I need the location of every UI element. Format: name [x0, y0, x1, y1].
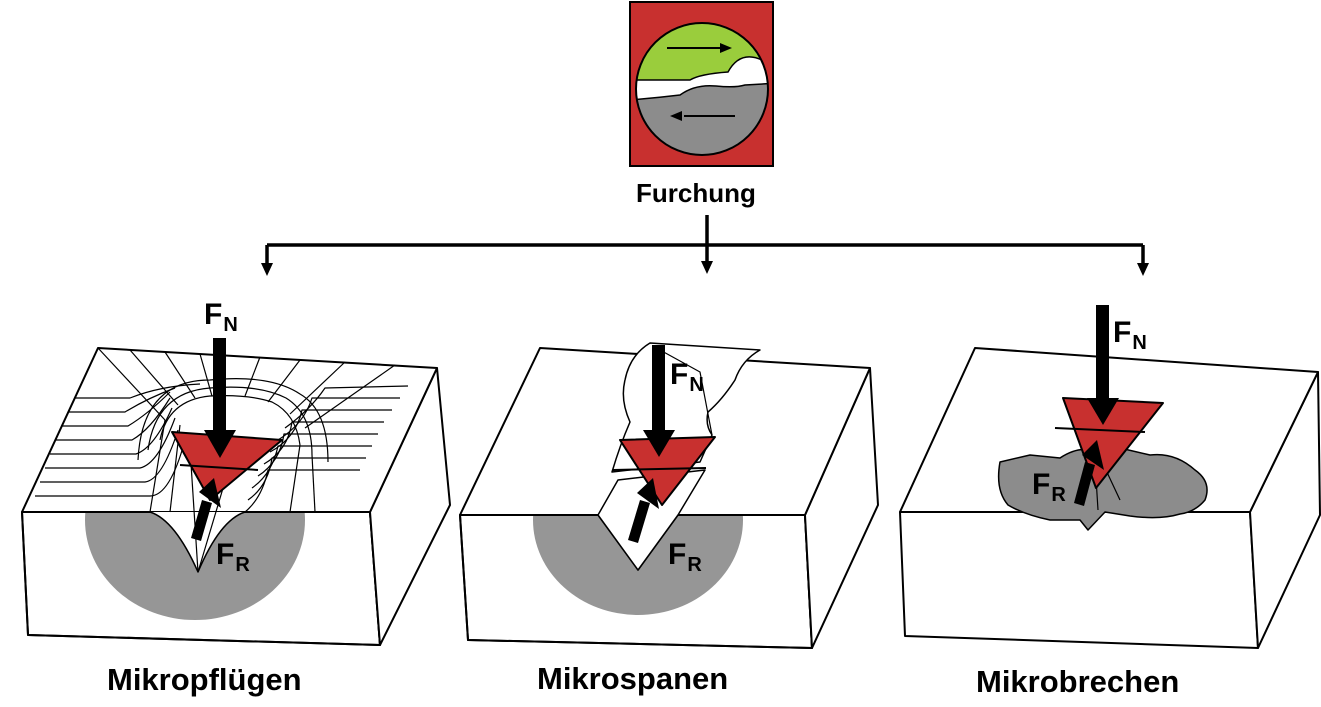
arrow-down-icon	[1137, 263, 1149, 276]
force-symbol: F	[204, 298, 223, 331]
force-label-fn: FN	[670, 358, 704, 396]
branch-connector	[265, 215, 1145, 264]
furchung-icon	[629, 1, 774, 167]
force-subscript: N	[1132, 332, 1147, 354]
arrow-right-icon	[667, 43, 732, 53]
fn-arrowhead-icon	[1087, 398, 1119, 425]
fn-arrow-shaft	[652, 345, 665, 437]
block-mikrospanen	[459, 342, 879, 649]
caption-mikrobrechen: Mikrobrechen	[976, 664, 1180, 699]
block-mikrobrechen	[899, 305, 1321, 649]
force-label-fn: FN	[1113, 316, 1147, 354]
force-symbol: F	[668, 538, 687, 571]
caption-mikropfluegen: Mikropflügen	[107, 662, 302, 697]
force-subscript: N	[689, 374, 704, 396]
arrow-down-icon	[261, 263, 273, 276]
force-label-fr: FR	[1032, 468, 1066, 506]
fn-arrowhead-icon	[204, 430, 236, 458]
fr-arrowhead-icon	[1082, 440, 1104, 470]
arrow-left-icon	[670, 111, 735, 121]
fr-arrow-shaft	[1074, 462, 1095, 506]
force-subscript: R	[235, 554, 250, 576]
force-symbol: F	[1032, 468, 1051, 501]
pile-up-grid	[35, 347, 409, 573]
force-subscript: R	[1051, 484, 1066, 506]
force-label-fr: FR	[216, 538, 250, 576]
block-mikropfluegen	[21, 338, 451, 646]
title-furchung: Furchung	[636, 178, 756, 208]
fn-arrowhead-icon	[643, 430, 675, 457]
force-subscript: R	[687, 554, 702, 576]
force-subscript: N	[223, 314, 238, 336]
arrow-down-icon	[701, 261, 713, 274]
fr-arrow-shaft	[191, 500, 212, 541]
force-label-fr: FR	[668, 538, 702, 576]
fr-arrowhead-icon	[637, 478, 659, 509]
force-label-fn: FN	[204, 298, 238, 336]
fr-arrow-shaft	[628, 500, 650, 543]
fr-arrowhead-icon	[199, 478, 221, 508]
force-symbol: F	[670, 358, 689, 391]
fn-arrow-shaft	[213, 338, 226, 438]
fn-arrow-shaft	[1096, 305, 1109, 405]
force-symbol: F	[1113, 316, 1132, 349]
caption-mikrospanen: Mikrospanen	[537, 661, 729, 696]
force-symbol: F	[216, 538, 235, 571]
